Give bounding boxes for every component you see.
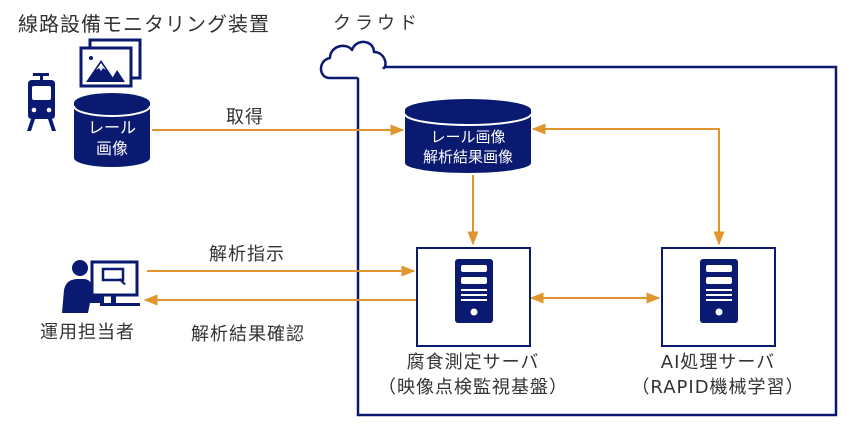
cloud-icon: [319, 40, 387, 80]
analysis-instruction-label: 解析指示: [209, 244, 285, 265]
corrosion-server-subtitle: （映像点検監視基盤）: [378, 377, 568, 398]
operator-label: 運用担当者: [40, 322, 135, 343]
storage-ai-arrow: [531, 123, 725, 246]
cloud-storage-label: レール画像 解析結果画像: [405, 127, 531, 167]
cloud-storage-label-line1: レール画像: [430, 128, 506, 146]
corrosion-server-label: 腐食測定サーバ （映像点検監視基盤）: [378, 350, 568, 400]
ai-server-box: [661, 247, 776, 347]
ai-server-name: AI処理サーバ: [660, 352, 776, 373]
ai-server-subtitle: （RAPID機械学習）: [631, 377, 805, 398]
corrosion-server-box: [416, 247, 531, 347]
device-storage-label-line1: レール: [87, 118, 136, 137]
cloud-title: クラウド: [333, 13, 421, 34]
acquire-label: 取得: [226, 107, 264, 128]
device-storage-label-line2: 画像: [95, 139, 128, 158]
operator-icon: [62, 260, 140, 313]
corrosion-server-name: 腐食測定サーバ: [406, 352, 540, 373]
cloud-storage-label-line2: 解析結果画像: [422, 148, 513, 166]
rail-image-storage-cylinder: [73, 93, 151, 167]
cloud-storage-cylinder: [404, 99, 532, 173]
cloud-boundary: [356, 65, 838, 417]
server-icon: [700, 259, 738, 323]
device-storage-label: レール 画像: [74, 117, 150, 159]
server-icon: [455, 259, 493, 323]
ai-server-label: AI処理サーバ （RAPID機械学習）: [623, 350, 813, 400]
train-icon: [27, 73, 56, 131]
device-title: 線路設備モニタリング装置: [18, 12, 270, 36]
result-check-label: 解析結果確認: [191, 324, 305, 345]
images-icon: [79, 38, 142, 88]
